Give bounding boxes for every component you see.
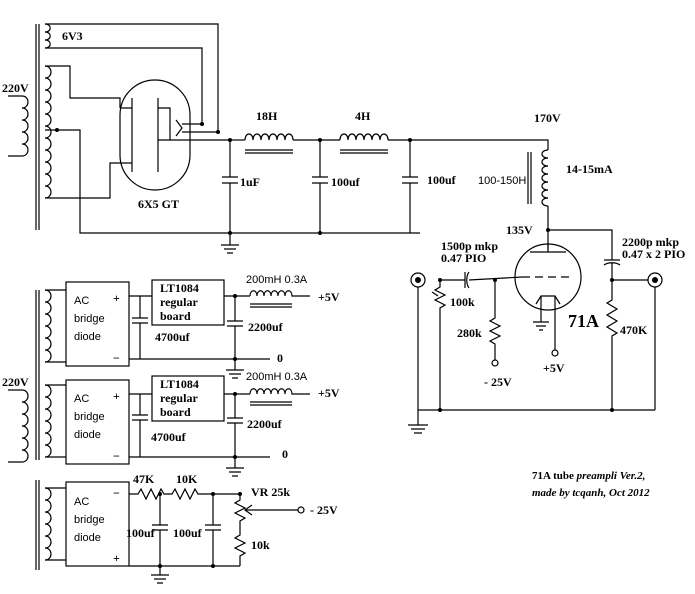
neg-c2-label: 100uf [173, 526, 203, 540]
reg2-out-label: +5V [318, 386, 340, 400]
reg2-board-line2: regular [160, 391, 198, 405]
b-plus-label: 170V [534, 111, 561, 125]
rectifier-tube [119, 79, 230, 191]
plate-choke-label: 100-150H [478, 175, 526, 187]
reg2-board-line3: board [160, 405, 191, 419]
neg-bridge-line1: AC [74, 496, 89, 508]
neg-minus: − [113, 486, 120, 500]
filament-label: +5V [543, 361, 565, 375]
reg1-board-line2: regular [160, 295, 198, 309]
reg1-board-line1: LT1084 [160, 281, 199, 295]
input-cap-label: 1500p mkp [441, 239, 498, 253]
reg2-plus: + [113, 389, 120, 403]
credit-line-2: made by tcqanh, Oct 2012 [532, 487, 650, 499]
neg-out-label: - 25V [310, 503, 338, 517]
reg1-plus: + [113, 291, 120, 305]
reg1-bridge-line3: diode [74, 331, 101, 343]
input-cap-label-2: 0.47 PIO [441, 251, 486, 265]
mains-label-hv: 220V [2, 81, 29, 95]
neg-bridge-line3: diode [74, 532, 101, 544]
reg2-board-line1: LT1084 [160, 377, 199, 391]
reg2-bridge-line2: bridge [74, 411, 105, 423]
neg-bridge-line2: bridge [74, 514, 105, 526]
neg-vr-label: VR 25k [251, 485, 290, 499]
reg2-bridge-line1: AC [74, 393, 89, 405]
reg1-out-label: +5V [318, 290, 340, 304]
reg2-zero-label: 0 [282, 447, 288, 461]
neg-plus: + [113, 551, 120, 565]
neg-r2-label: 10K [176, 472, 198, 486]
output-cap-label-2: 0.47 x 2 PIO [622, 247, 685, 261]
power-transformer [8, 23, 52, 230]
reg1-choke-label: 200mH 0.3A [246, 274, 308, 286]
credit-line-1a: 71A tube [532, 470, 577, 482]
reg1-cap-out-label: 2200uf [248, 320, 284, 334]
neg-r3-label: 10k [251, 538, 270, 552]
cap3-label: 100uf [427, 173, 457, 187]
reg1-board-line3: board [160, 309, 191, 323]
mains-label-lv: 220V [2, 375, 29, 389]
neg-r1-label: 47K [133, 472, 155, 486]
reg1-bridge-line2: bridge [74, 313, 105, 325]
plate-voltage-label: 135V [506, 223, 533, 237]
reg1-zero-label: 0 [277, 351, 283, 365]
triode-tube [514, 243, 582, 311]
reg2-cap-out-label: 2200uf [247, 417, 283, 431]
plate-current-label: 14-15mA [566, 162, 613, 176]
rectifier-label: 6X5 GT [138, 197, 179, 211]
reg2-choke-label: 200mH 0.3A [246, 371, 308, 383]
reg1-bridge-line1: AC [74, 295, 89, 307]
reg2-cap-in-label: 4700uf [151, 430, 187, 444]
cap2-label: 100uf [331, 175, 361, 189]
negative-supply [35, 480, 305, 584]
reg2-bridge-line3: diode [74, 429, 101, 441]
grid-res-label: 280k [457, 326, 482, 340]
credit-line-1: 71A tube preampli Ver.2, [532, 470, 645, 482]
cap1-label: 1uF [240, 175, 260, 189]
choke2-label: 4H [355, 109, 371, 123]
reg1-cap-in-label: 4700uf [155, 330, 191, 344]
tube-label: 71A [568, 311, 599, 331]
heater-voltage-label: 6V3 [62, 29, 83, 43]
credit-line-1b: preampli Ver.2, [576, 470, 646, 482]
regulator-2 [44, 375, 310, 477]
choke1-label: 18H [256, 109, 278, 123]
output-cap-label: 2200p mkp [622, 235, 679, 249]
neg-c1-label: 100uf [126, 526, 156, 540]
reg1-minus: − [113, 351, 120, 365]
pot-label: 100k [450, 295, 475, 309]
neg-bias-label: - 25V [484, 375, 512, 389]
load-res-label: 470K [620, 323, 648, 337]
regulator-1 [8, 279, 310, 463]
reg2-minus: − [113, 449, 120, 463]
